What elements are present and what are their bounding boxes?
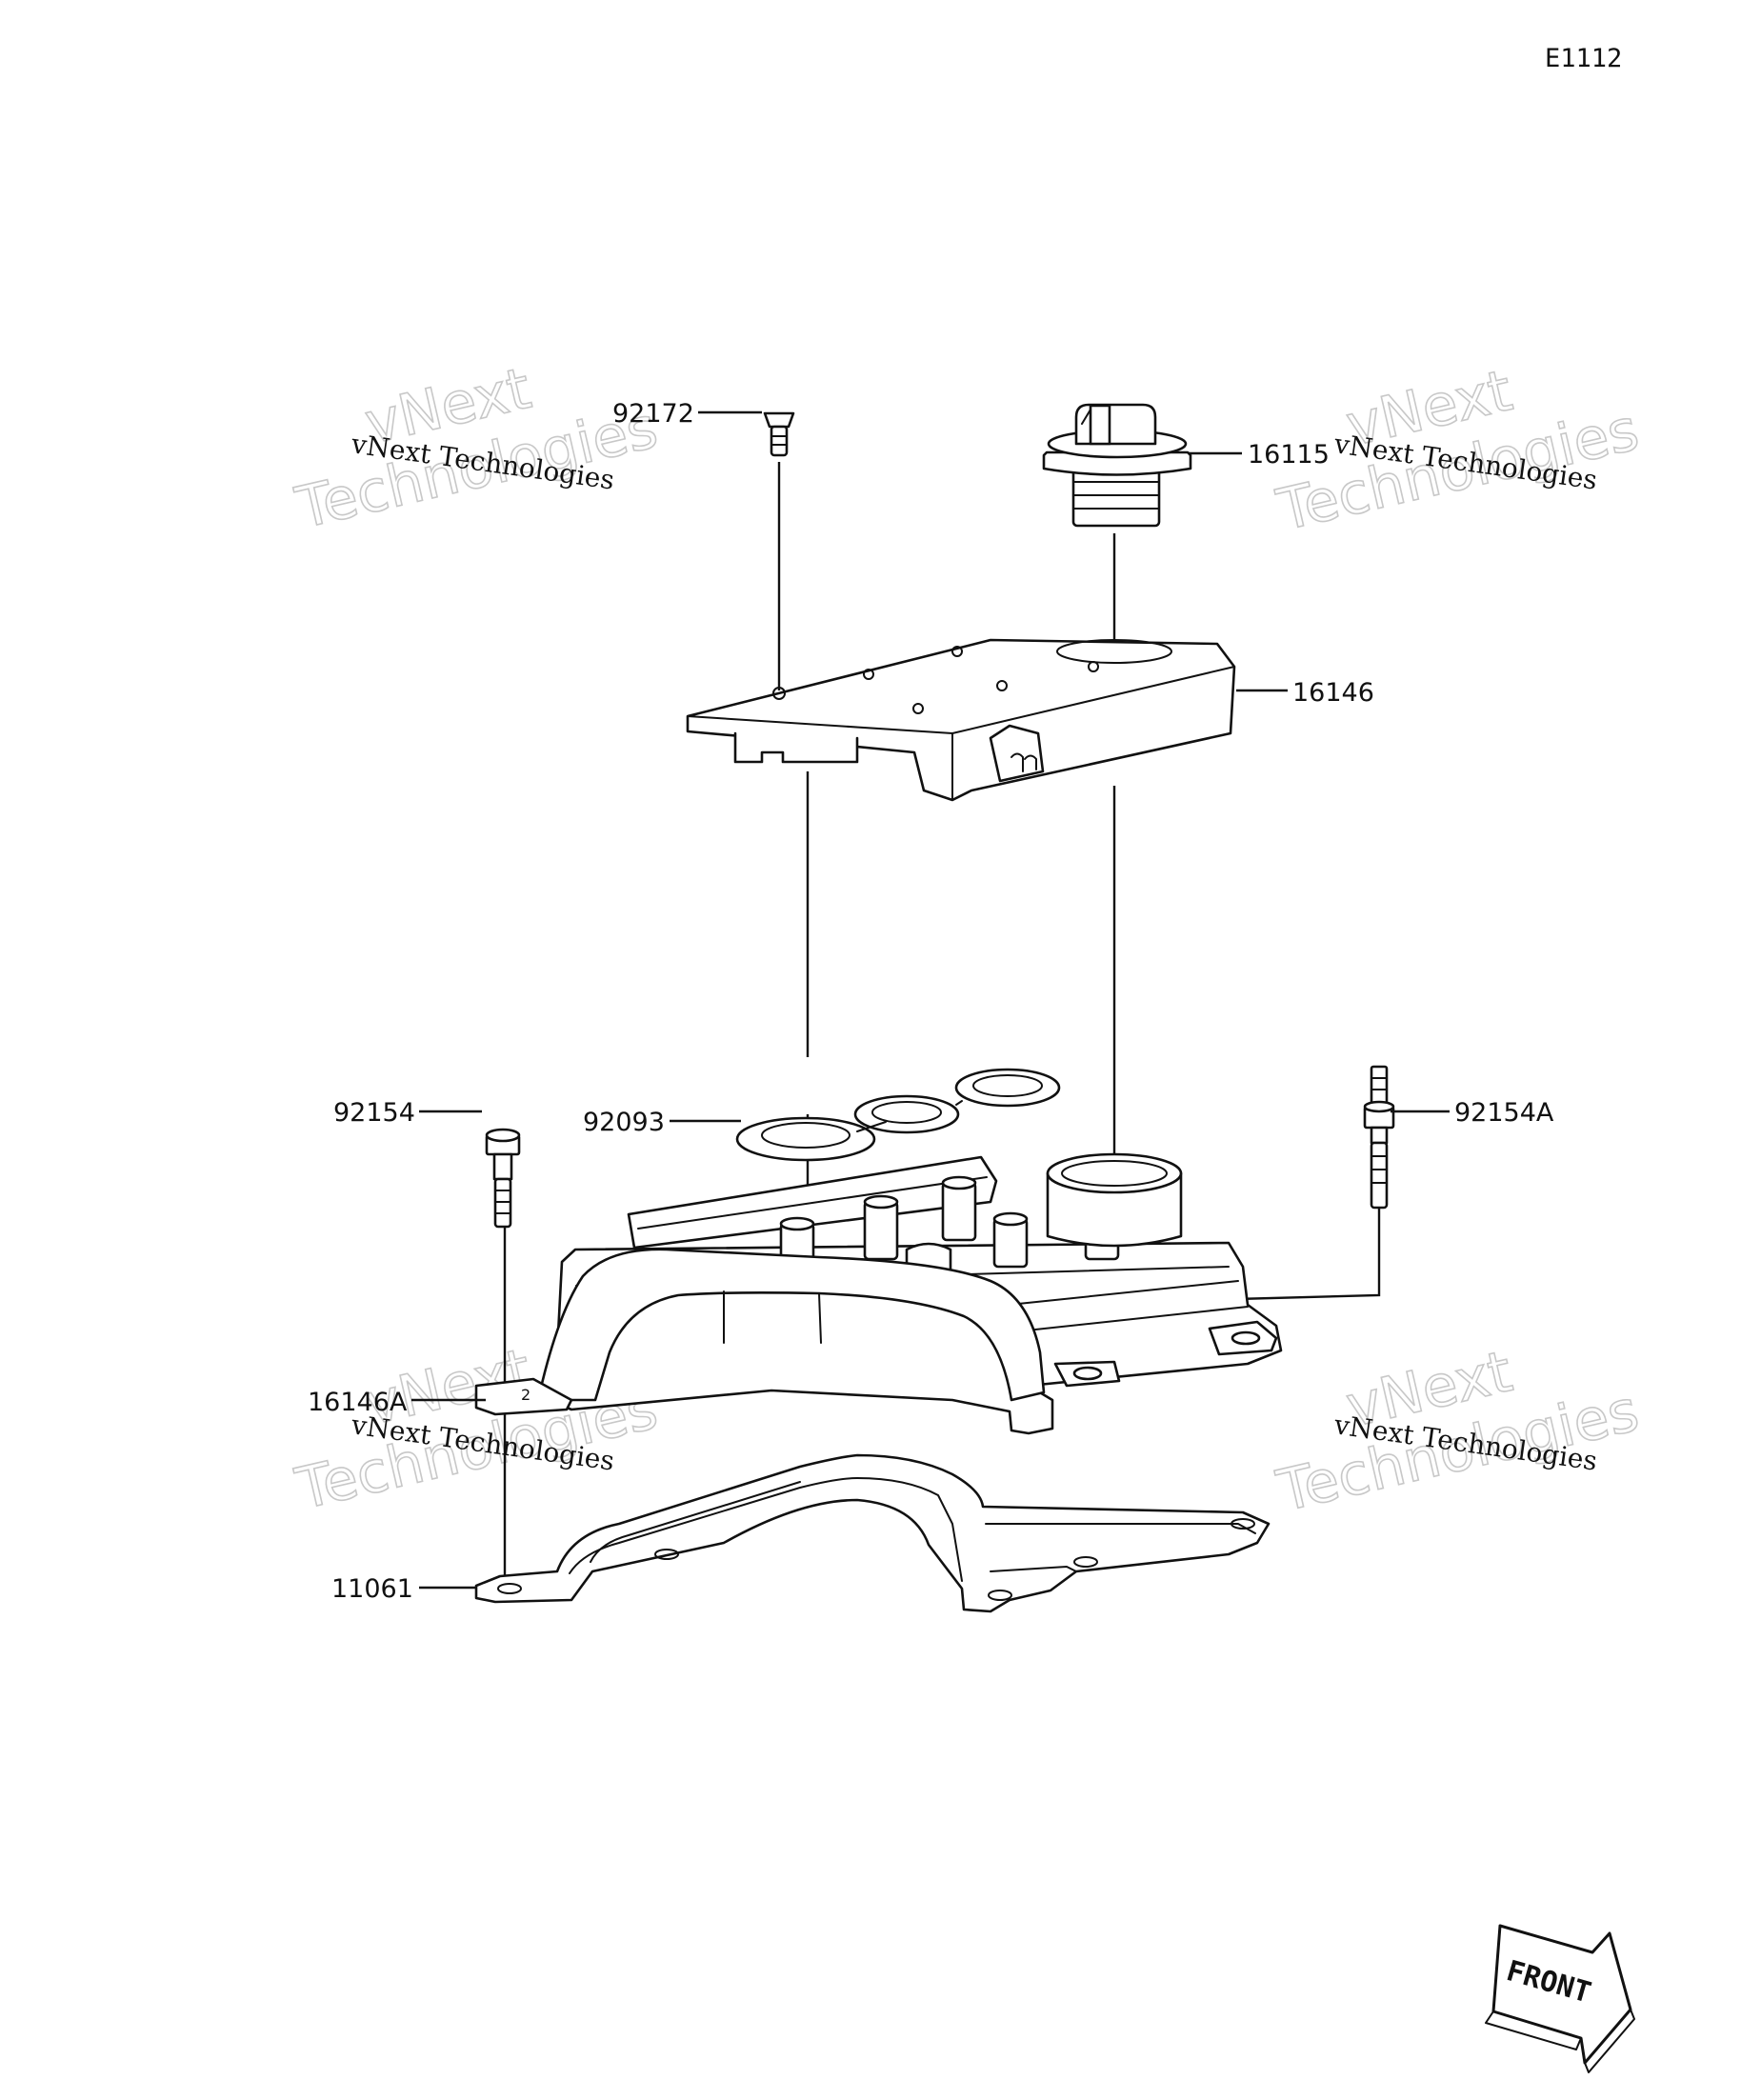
part-labels: 92172 16115 16146 92093 92154 92154A 161… — [308, 399, 1554, 1604]
part-92154-bolt[interactable] — [485, 1128, 521, 1229]
label-92154A[interactable]: 92154A — [1454, 1098, 1554, 1128]
part-92093-plug-seals[interactable] — [735, 1068, 1061, 1162]
part-16146-top-cover[interactable] — [686, 638, 1236, 802]
part-92172-screw[interactable] — [763, 411, 795, 457]
watermark-top-right: vNext Technologies — [1271, 356, 1646, 545]
part-11061-gasket[interactable] — [474, 1453, 1271, 1613]
label-16146A[interactable]: 16146A — [308, 1388, 408, 1417]
label-16146[interactable]: 16146 — [1292, 678, 1374, 708]
label-16115[interactable]: 16115 — [1248, 440, 1330, 470]
label-92093[interactable]: 92093 — [583, 1108, 665, 1137]
label-92172[interactable]: 92172 — [612, 399, 694, 429]
cylinder-head-cover: 2 — [474, 1152, 1283, 1435]
leader-lines — [411, 410, 1450, 1590]
watermark-top-left: vNext Technologies — [289, 354, 664, 543]
part-16115-oil-filler-cap[interactable] — [1042, 403, 1192, 528]
diagram-code: E1112 — [1545, 44, 1622, 73]
part-92154A-stud-bolt[interactable] — [1363, 1065, 1395, 1210]
watermark-bottom-right: vNext Technologies — [1271, 1337, 1646, 1526]
label-92154[interactable]: 92154 — [333, 1098, 415, 1128]
front-direction-arrow: FRONT — [1485, 1924, 1635, 2073]
label-11061[interactable]: 11061 — [331, 1574, 413, 1604]
svg-text:2: 2 — [521, 1386, 530, 1404]
